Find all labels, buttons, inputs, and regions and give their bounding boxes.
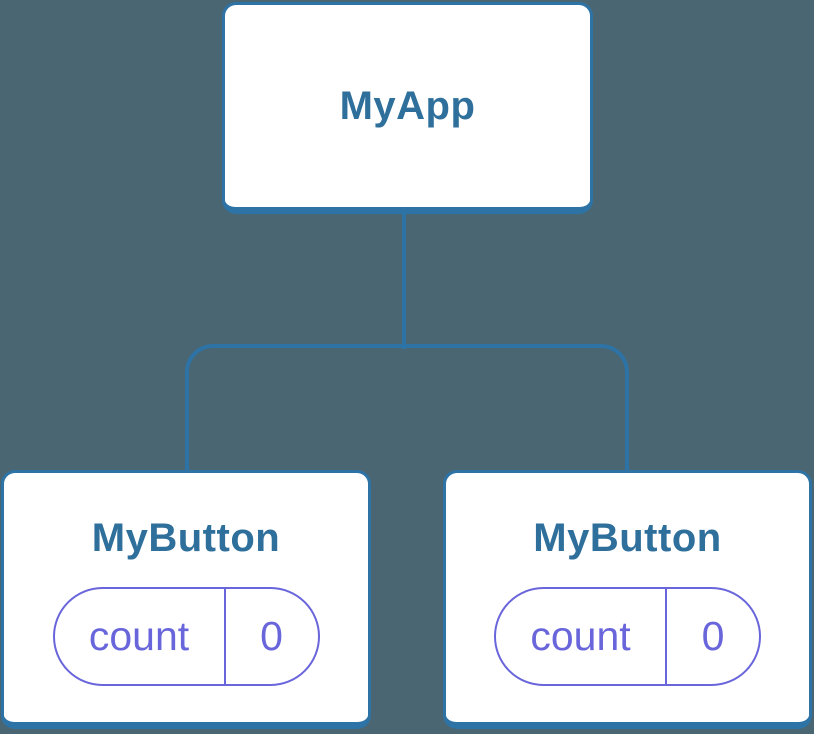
state-key-label: count [88,613,190,659]
state-key-cell: count [55,589,226,684]
state-key-cell: count [496,589,667,684]
node-label-mybutton-right: MyButton [533,516,722,560]
state-value-label: 0 [701,613,725,659]
state-value-cell: 0 [226,589,318,684]
tree-node-mybutton-right: MyButton count 0 [443,470,812,729]
tree-node-mybutton-left: MyButton count 0 [1,470,371,729]
state-pill-right: count 0 [494,587,761,686]
node-label-mybutton-left: MyButton [91,516,281,560]
state-value-label: 0 [260,613,283,659]
tree-node-root-myapp: MyApp [222,2,593,214]
connector-stem-line [402,212,406,349]
state-value-cell: 0 [667,589,759,684]
state-key-label: count [530,613,631,659]
state-pill-left: count 0 [52,587,320,686]
connector-branch-bracket [185,344,629,470]
node-label-myapp: MyApp [339,84,476,128]
